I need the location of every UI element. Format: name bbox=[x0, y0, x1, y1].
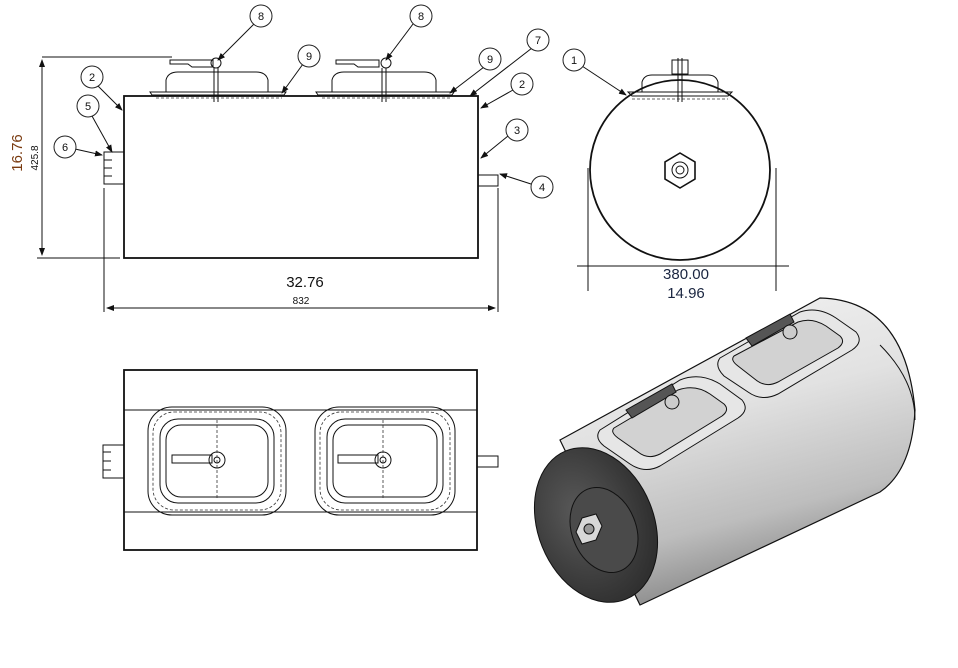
balloon-5: 5 bbox=[76, 94, 100, 118]
svg-text:8: 8 bbox=[418, 11, 424, 23]
svg-text:2: 2 bbox=[519, 79, 525, 91]
tank-body-front bbox=[123, 95, 479, 259]
isometric-view bbox=[533, 297, 916, 606]
front-view: 16.76 425.8 32.76 832 8 8 9 9 7 2 2 5 6 … bbox=[9, 4, 627, 312]
svg-text:7: 7 bbox=[535, 35, 541, 47]
balloon-1: 1 bbox=[562, 48, 586, 72]
svg-text:6: 6 bbox=[62, 142, 68, 154]
top-view bbox=[102, 369, 499, 551]
balloon-8-right: 8 bbox=[409, 4, 433, 28]
svg-text:4: 4 bbox=[539, 182, 545, 194]
lid-front-2 bbox=[315, 57, 455, 102]
balloon-6: 6 bbox=[53, 135, 77, 159]
length-mm-label: 832 bbox=[293, 296, 310, 307]
balloon-9-right: 9 bbox=[478, 47, 502, 71]
lid-top-1 bbox=[147, 406, 287, 516]
balloon-4: 4 bbox=[530, 175, 554, 199]
fitting-right bbox=[477, 174, 499, 187]
svg-text:9: 9 bbox=[487, 54, 493, 66]
height-mm-label: 425.8 bbox=[30, 145, 41, 170]
lid-top-2 bbox=[314, 406, 456, 516]
svg-text:2: 2 bbox=[89, 72, 95, 84]
balloon-2-left: 2 bbox=[80, 65, 104, 89]
lid-iso-1 bbox=[597, 376, 746, 470]
svg-text:3: 3 bbox=[514, 125, 520, 137]
lid-iso-2 bbox=[717, 309, 860, 398]
svg-text:1: 1 bbox=[571, 55, 577, 67]
balloon-9-left: 9 bbox=[297, 44, 321, 68]
side-view: 380.00 14.96 1 bbox=[562, 48, 789, 302]
svg-text:5: 5 bbox=[85, 101, 91, 113]
balloon-8-left: 8 bbox=[249, 4, 273, 28]
diameter-in-label: 14.96 bbox=[667, 285, 705, 302]
balloon-3: 3 bbox=[505, 118, 529, 142]
tank-body-top bbox=[123, 369, 478, 551]
lid-front-1 bbox=[149, 57, 287, 102]
length-in-label: 32.76 bbox=[286, 274, 324, 291]
balloon-7: 7 bbox=[526, 28, 550, 52]
tank-end-circle bbox=[589, 79, 771, 261]
balloon-2-right: 2 bbox=[510, 72, 534, 96]
svg-text:9: 9 bbox=[306, 51, 312, 63]
diameter-mm-label: 380.00 bbox=[663, 266, 709, 283]
svg-text:8: 8 bbox=[258, 11, 264, 23]
hub-fitting bbox=[664, 152, 696, 189]
height-in-label: 16.76 bbox=[9, 134, 26, 172]
